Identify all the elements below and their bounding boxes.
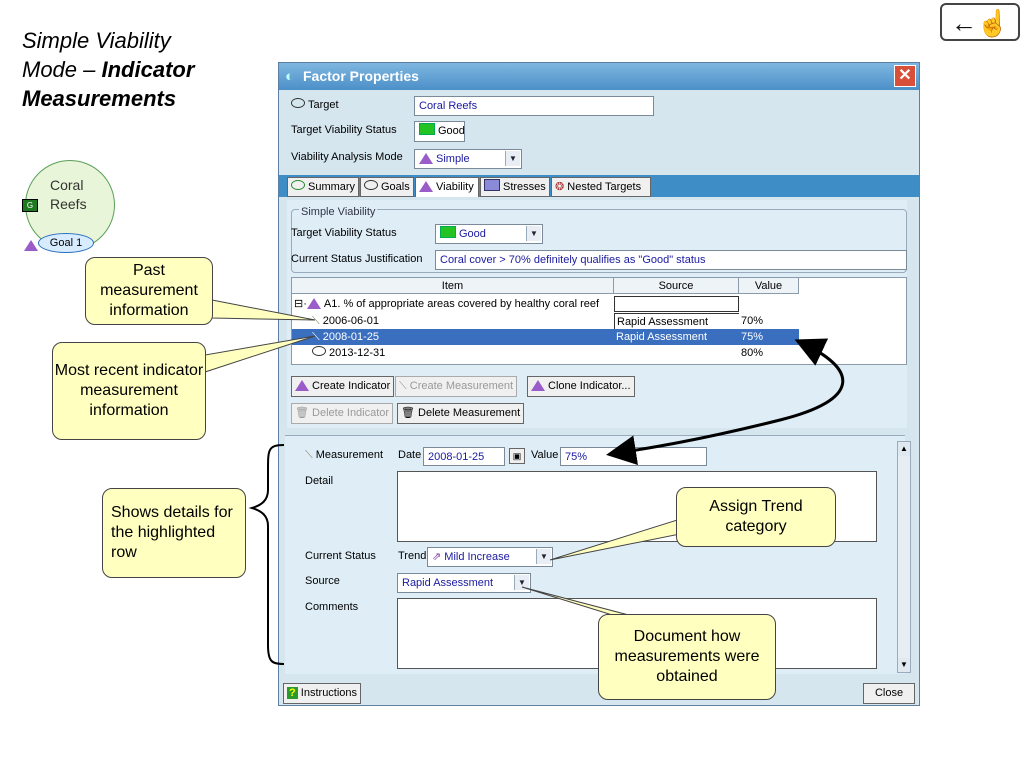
tab-summary[interactable]: Summary (287, 177, 359, 197)
goal-g-icon: G (22, 199, 38, 212)
callout-shows-details: Shows details for the highlighted row (102, 488, 246, 578)
good-swatch-icon (440, 226, 456, 238)
mode-label: Viability Analysis Mode (291, 151, 403, 163)
title-line-3-bold: Measurements (22, 86, 177, 111)
indicator-triangle-icon (24, 236, 41, 254)
close-icon[interactable]: ✕ (894, 65, 916, 87)
measurement-ruler-icon: ⟍ (305, 449, 316, 461)
scroll-down-icon: ▼ (898, 658, 910, 672)
nested-target-icon: ❂ (555, 181, 568, 193)
comments-label: Comments (305, 601, 359, 613)
past-callout-pointer (211, 299, 316, 321)
detail-label: Detail (305, 475, 334, 487)
simple-triangle-icon (419, 153, 433, 164)
create-indicator-button[interactable]: Create Indicator (291, 376, 395, 397)
table-row[interactable]: 2013-12-31 (292, 345, 614, 361)
trend-callout-pointer (549, 515, 691, 561)
tab-viability[interactable]: Viability (415, 177, 479, 197)
miradi-logo-icon: ◐ (285, 68, 295, 85)
source-label: Source (305, 575, 340, 587)
collapse-icon: ⊟· (294, 298, 307, 310)
chevron-down-icon: ▼ (514, 575, 529, 590)
callout-document-how: Document how measurements were obtained (598, 614, 776, 700)
trash-icon: 🗑 (401, 407, 419, 419)
row-value-cell: 70% (741, 315, 764, 327)
value-label: Value (531, 449, 559, 461)
callout-most-recent: Most recent indicator measurement inform… (52, 342, 206, 440)
detail-brace (248, 444, 285, 665)
justification-field[interactable]: Coral cover > 70% definitely qualifies a… (435, 250, 907, 270)
dialog-title: Factor Properties (303, 68, 419, 84)
chevron-down-icon: ▼ (536, 549, 551, 564)
trend-label: Trend (398, 550, 427, 562)
date-field[interactable]: 2008-01-25 (423, 447, 505, 466)
source-select[interactable]: Rapid Assessment▼ (397, 573, 531, 593)
trash-icon: 🗑 (295, 407, 313, 419)
row-source-cell: Rapid Assessment (614, 313, 739, 329)
close-button[interactable]: Close (863, 683, 915, 704)
scroll-up-icon: ▲ (898, 442, 910, 456)
delete-measurement-button[interactable]: 🗑 Delete Measurement (397, 403, 525, 424)
recent-callout-pointer (204, 335, 316, 373)
measurement-ruler-icon: ⟍ (312, 315, 323, 327)
callout-assign-trend: Assign Trend category (676, 487, 836, 547)
detail-scrollbar[interactable]: ▲ ▼ (897, 441, 911, 673)
slide-title: Simple Viability Mode – Indicator Measur… (22, 26, 262, 113)
instructions-button[interactable]: ? Instructions (283, 683, 362, 704)
viability-status-value: Good (414, 121, 465, 142)
create-measurement-button[interactable]: ⟍ Create Measurement (395, 376, 518, 397)
title-line-2-bold: Indicator (101, 57, 195, 82)
measurement-ruler-icon: ⟍ (312, 331, 323, 343)
chevron-down-icon: ▼ (526, 226, 541, 241)
target-name-field[interactable]: Coral Reefs (414, 96, 654, 116)
measurement-ruler-icon: ⟍ (399, 380, 410, 392)
dialog-titlebar[interactable]: ◐ Factor Properties ✕ (279, 63, 919, 90)
help-icon: ? (287, 687, 298, 699)
callout-past-measurement: Past measurement information (85, 257, 213, 325)
calendar-icon[interactable]: ▣ (509, 448, 525, 464)
simple-viability-group (291, 209, 907, 273)
title-line-1: Simple Viability (22, 28, 171, 53)
table-row[interactable]: ⊟·A1. % of appropriate areas covered by … (294, 298, 600, 310)
delete-indicator-button[interactable]: 🗑 Delete Indicator (291, 403, 394, 424)
tab-stresses[interactable]: Stresses (480, 177, 550, 197)
mild-increase-arrow-icon: ⇗ (432, 551, 445, 563)
tab-goals[interactable]: Goals (360, 177, 414, 197)
tab-nested-targets[interactable]: ❂ Nested Targets (551, 177, 651, 197)
good-swatch-icon (419, 123, 435, 135)
value-link-arrow (606, 338, 845, 466)
simple-viability-legend: Simple Viability (299, 206, 378, 218)
viability-status-label: Target Viability Status (291, 124, 397, 136)
column-header-source[interactable]: Source (614, 278, 739, 294)
title-line-2-prefix: Mode – (22, 57, 102, 82)
column-header-item[interactable]: Item (292, 278, 614, 294)
trend-select[interactable]: ⇗ Mild Increase▼ (427, 547, 553, 567)
table-row-selected[interactable]: ⟍ 2008-01-25 (292, 329, 614, 345)
back-arrow-icon: ←☝ (950, 8, 1010, 38)
goal-badge[interactable]: Goal 1 (38, 233, 94, 253)
date-label: Date (398, 449, 422, 461)
target-label: Target (291, 98, 339, 111)
chevron-down-icon: ▼ (505, 151, 520, 166)
mode-select[interactable]: Simple▼ (414, 149, 522, 169)
current-status-label: Current Status (305, 550, 376, 562)
measurement-label: ⟍ Measurement (305, 449, 384, 461)
target-oval-icon (291, 98, 305, 108)
justification-label: Current Status Justification (291, 253, 423, 265)
row-source-cell (614, 296, 739, 312)
panel-status-label: Target Viability Status (291, 227, 397, 239)
table-row[interactable]: ⟍ 2006-06-01 (312, 315, 380, 327)
panel-status-select[interactable]: Good▼ (435, 224, 543, 244)
column-header-value[interactable]: Value (739, 278, 799, 294)
back-nav-button[interactable]: ←☝ (940, 3, 1020, 41)
